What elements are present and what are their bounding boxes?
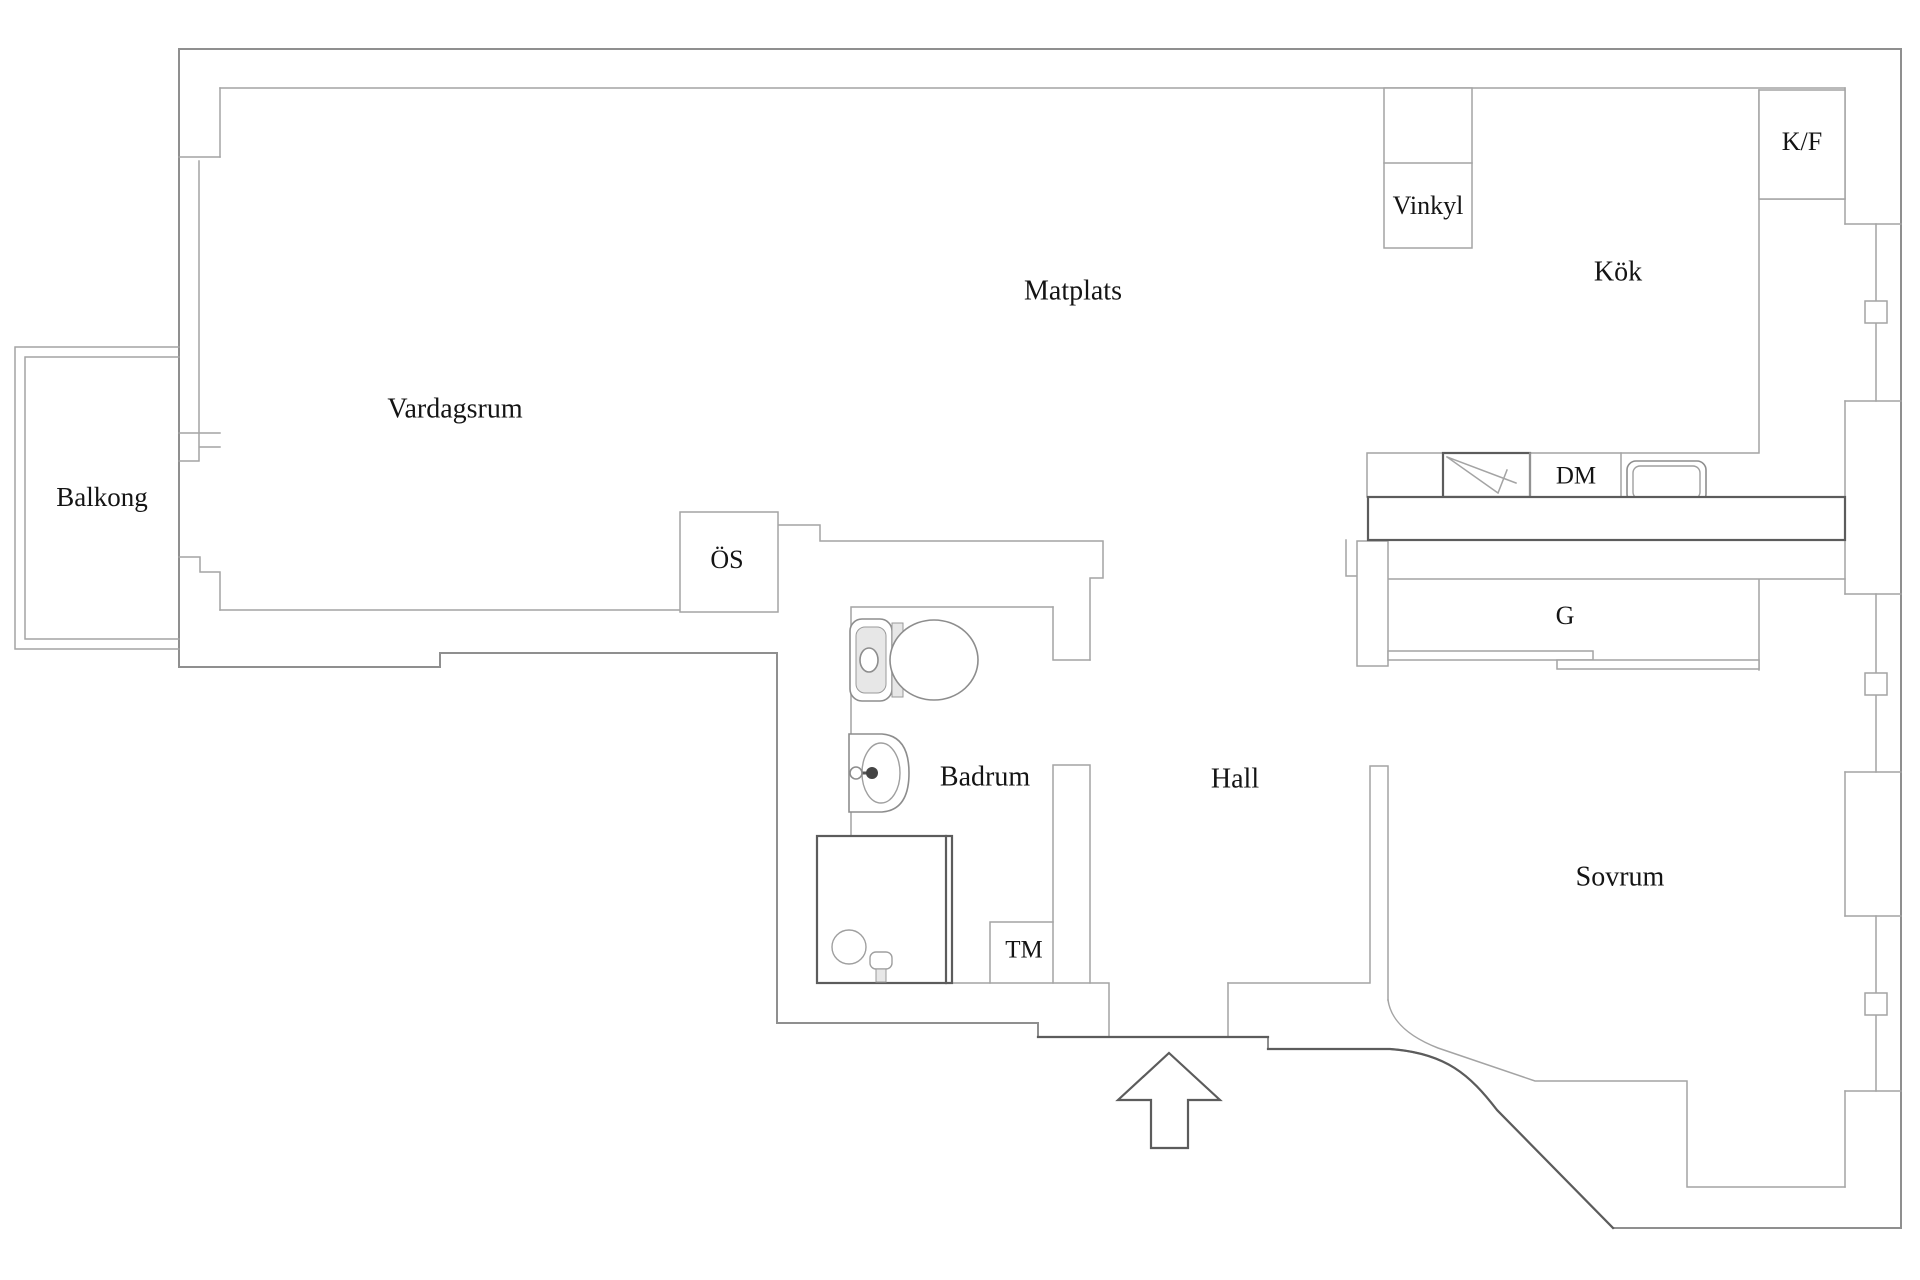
curved-wall: [1266, 1047, 1615, 1230]
room-label-kok: Kök: [1594, 256, 1642, 287]
wine-cooler-box: [1383, 87, 1473, 249]
kitchen-sink-icon: [1626, 460, 1707, 504]
balcony-railing: [14, 346, 180, 650]
outer-walls: [178, 48, 1902, 1229]
room-label-hall: Hall: [1211, 763, 1259, 794]
room-label-os: ÖS: [710, 545, 743, 574]
wardrobe-sliding-doors-icon: [1387, 650, 1760, 670]
room-label-tm: TM: [1005, 937, 1043, 964]
washbasin-icon: [848, 733, 910, 813]
dishwasher-zone: [1529, 452, 1622, 498]
room-label-dm: DM: [1556, 463, 1596, 490]
counter-flap-icon: [1441, 451, 1532, 499]
room-label-sovrum: Sovrum: [1576, 861, 1665, 892]
shower-icon: [815, 834, 954, 985]
inner-walls: [178, 87, 1902, 1188]
room-label-vardagsrum: Vardagsrum: [387, 393, 523, 424]
window-marker-icon: [1864, 300, 1888, 1016]
room-label-kf: K/F: [1782, 127, 1822, 156]
fridge-freezer-box: [1758, 89, 1846, 200]
room-label-badrum: Badrum: [940, 761, 1030, 792]
room-label-vinkyl: Vinkyl: [1393, 191, 1464, 220]
room-label-g: G: [1556, 601, 1575, 630]
fireplace-box: [679, 511, 779, 613]
room-label-balkong: Balkong: [56, 482, 148, 512]
toilet-icon: [849, 618, 979, 702]
room-label-matplats: Matplats: [1024, 275, 1122, 306]
entrance-arrow-icon: [1115, 1051, 1223, 1150]
kitchen-pillar: [1356, 540, 1389, 667]
kitchen-counter: [1366, 495, 1847, 542]
